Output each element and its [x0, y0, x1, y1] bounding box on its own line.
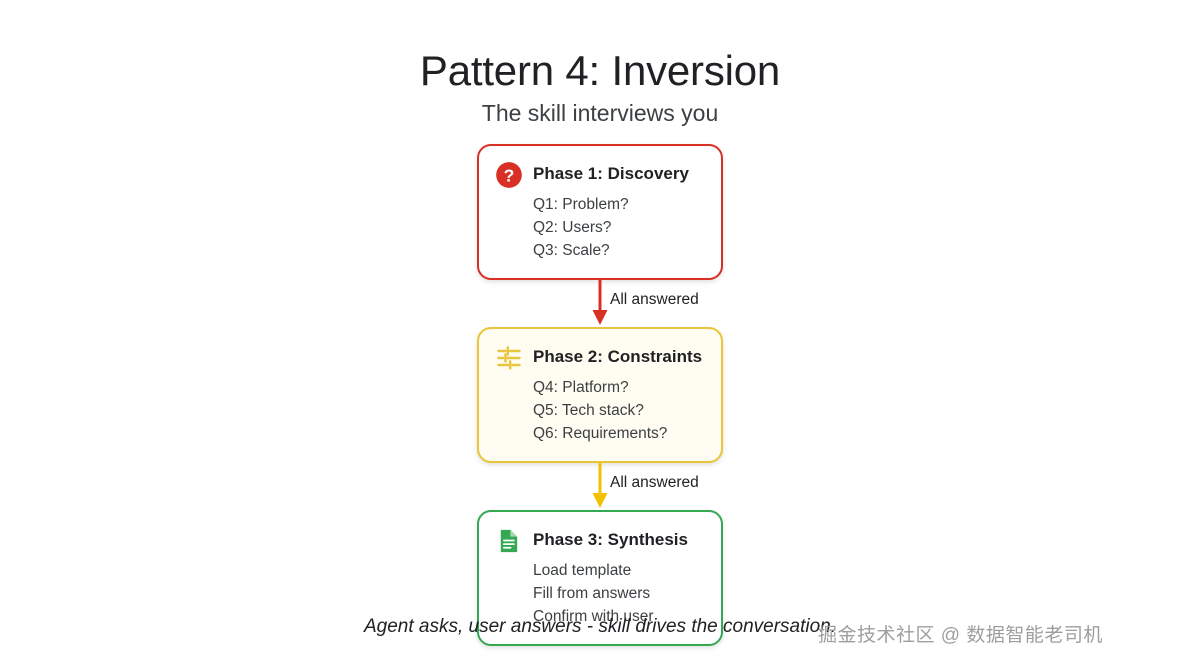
- phase-line: Q1: Problem?: [533, 196, 629, 213]
- phase-card-header: ? Phase 1: Discovery: [495, 160, 705, 189]
- phase-line: Q3: Scale?: [533, 242, 610, 259]
- page-subtitle: The skill interviews you: [481, 100, 719, 126]
- phase-card-discovery[interactable]: ? Phase 1: Discovery Q1: Problem? Q2: Us…: [477, 144, 723, 280]
- phase-line: Q6: Requirements?: [533, 425, 668, 442]
- phase-line-list: Q4: Platform? Q5: Tech stack? Q6: Requir…: [533, 376, 705, 445]
- arrow-down-yellow-icon: [592, 463, 608, 508]
- arrow-down-red-icon: [592, 280, 608, 325]
- phase-card-synthesis[interactable]: Phase 3: Synthesis Load template Fill fr…: [477, 510, 723, 646]
- phase-card-header: Phase 3: Synthesis: [495, 526, 705, 555]
- connector-label: All answered: [610, 474, 699, 491]
- phase-line: Q2: Users?: [533, 219, 612, 236]
- question-mark-circle-icon: ?: [496, 162, 522, 188]
- phase-line-list: Load template Fill from answers Confirm …: [533, 559, 705, 628]
- phase-line: Q4: Platform?: [533, 379, 629, 396]
- phase-line: Confirm with user: [533, 608, 654, 625]
- diagram-caption: Agent asks, user answers - skill drives …: [363, 616, 837, 637]
- phase-line: Q5: Tech stack?: [533, 402, 644, 419]
- phase-line: Load template: [533, 562, 632, 579]
- connector-constraints-to-synthesis: All answered: [477, 463, 723, 510]
- tune-sliders-icon: [497, 346, 521, 370]
- connector-label: All answered: [610, 291, 699, 308]
- phase-flow-diagram: ? Phase 1: Discovery Q1: Problem? Q2: Us…: [477, 144, 723, 646]
- document-icon: [500, 529, 518, 553]
- phase-card-header: Phase 2: Constraints: [495, 343, 705, 372]
- watermark-text: 掘金技术社区 @ 数据智能老司机: [818, 625, 1103, 646]
- phase-title: Phase 2: Constraints: [533, 347, 703, 366]
- connector-discovery-to-constraints: All answered: [477, 280, 723, 327]
- phase-title: Phase 3: Synthesis: [533, 530, 688, 549]
- phase-card-constraints[interactable]: Phase 2: Constraints Q4: Platform? Q5: T…: [477, 327, 723, 463]
- page-title: Pattern 4: Inversion: [419, 47, 781, 94]
- phase-line: Fill from answers: [533, 585, 651, 602]
- phase-line-list: Q1: Problem? Q2: Users? Q3: Scale?: [533, 193, 705, 262]
- phase-title: Phase 1: Discovery: [533, 164, 689, 183]
- svg-text:?: ?: [504, 166, 515, 186]
